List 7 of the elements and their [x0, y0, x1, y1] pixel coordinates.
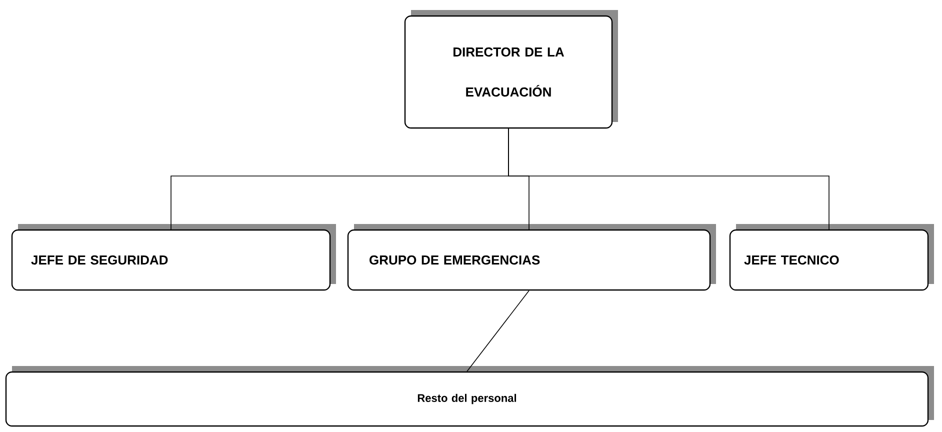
org-box: GRUPO DE EMERGENCIAS: [347, 224, 716, 291]
connector-line: [508, 128, 830, 230]
org-box: Resto del personal: [5, 366, 934, 427]
org-box: DIRECTOR DE LA EVACUACIÓN: [404, 10, 618, 129]
org-box: JEFE TECNICO: [729, 224, 934, 291]
org-box: JEFE DE SEGURIDAD: [11, 224, 336, 291]
connector-line: [466, 290, 530, 372]
